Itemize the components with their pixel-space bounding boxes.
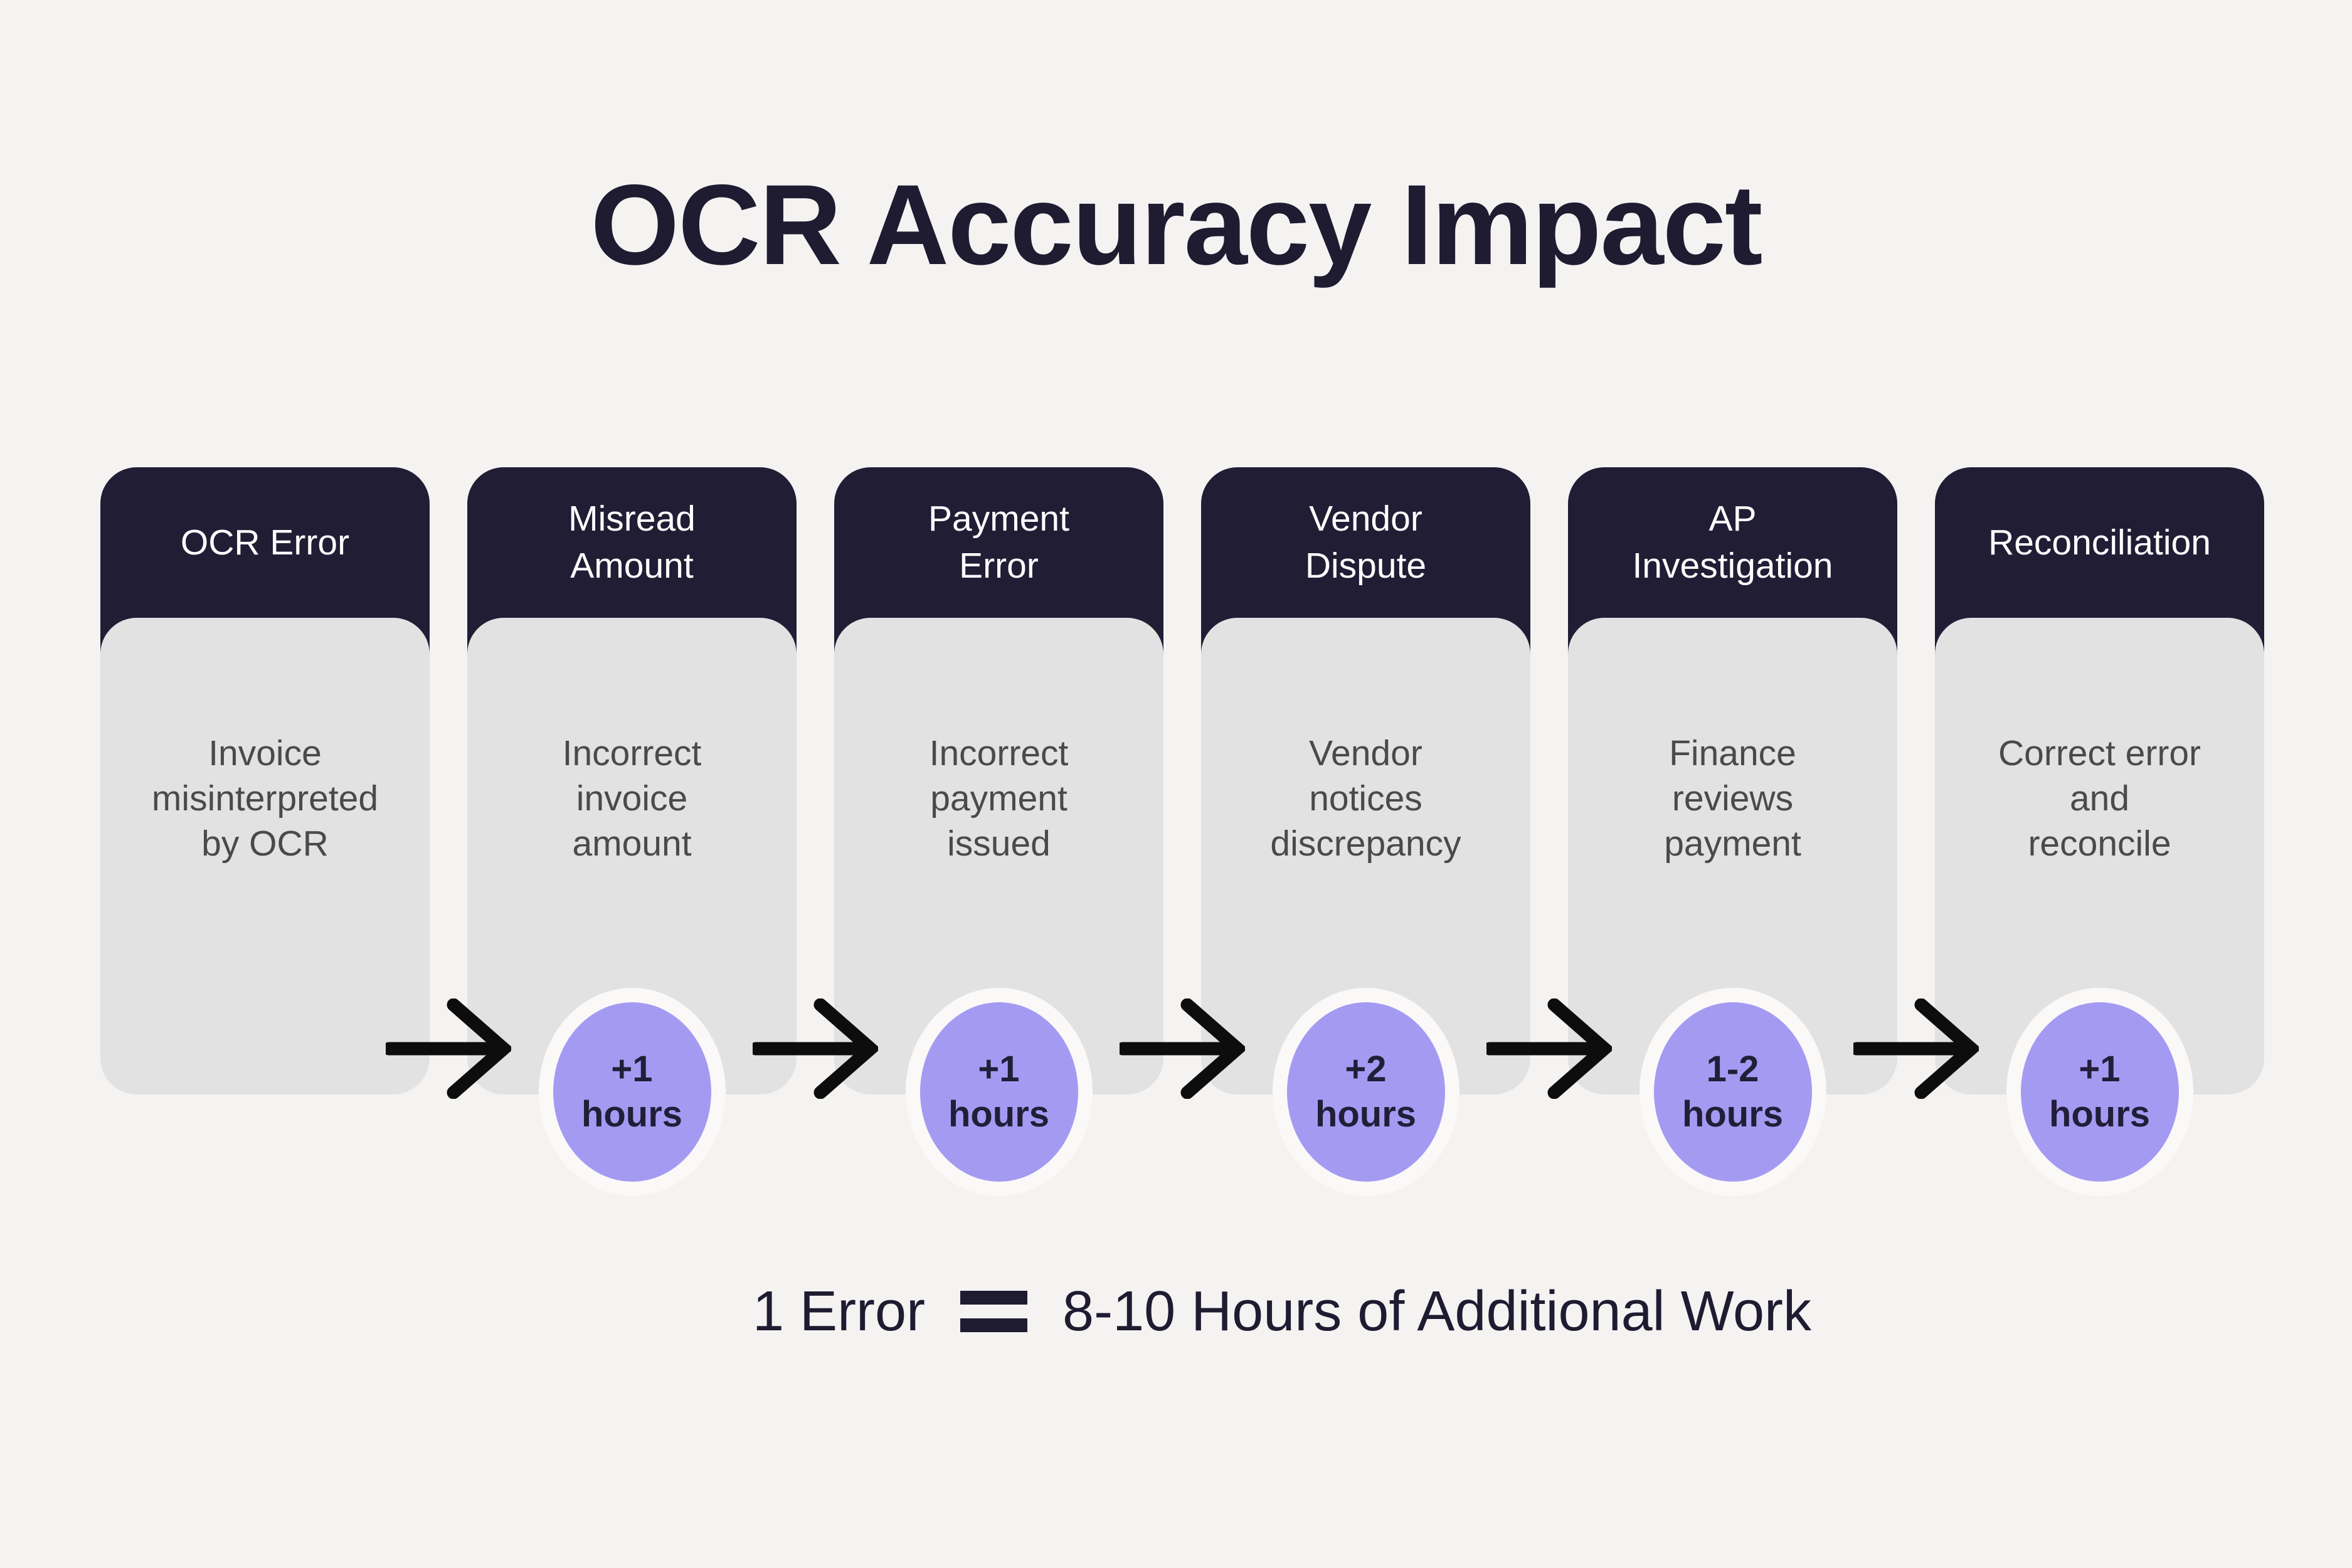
arrow-right-icon bbox=[1853, 999, 1979, 1099]
hours-badge: +1 hours bbox=[2020, 1002, 2179, 1182]
step-card-ocr-error: OCR Error Invoice misinterpreted by OCR bbox=[100, 467, 430, 1094]
hours-badge: +1 hours bbox=[919, 1002, 1078, 1182]
card-header-label: Misread Amount bbox=[568, 499, 696, 586]
card-header-label: OCR Error bbox=[180, 522, 350, 563]
process-flow: OCR Error Invoice misinterpreted by OCR … bbox=[100, 467, 2264, 1182]
summary-right-text: 8-10 Hours of Additional Work bbox=[1062, 1280, 1811, 1343]
arrow-right-icon bbox=[753, 999, 878, 1099]
card-body-text: Correct error and reconcile bbox=[1998, 733, 2201, 864]
equals-bar-top bbox=[960, 1291, 1028, 1305]
hours-badge-label: +1 hours bbox=[581, 1049, 683, 1135]
summary-left-text: 1 Error bbox=[752, 1280, 926, 1343]
card-header-label: AP Investigation bbox=[1632, 499, 1833, 586]
hours-badge-label: 1-2 hours bbox=[1682, 1049, 1784, 1135]
hours-badge-label: +1 hours bbox=[2048, 1049, 2151, 1135]
page-title: OCR Accuracy Impact bbox=[590, 161, 1763, 289]
step-card-payment-error: Payment Error Incorrect payment issued +… bbox=[834, 467, 1163, 1182]
card-body-text: Invoice misinterpreted by OCR bbox=[151, 733, 379, 864]
card-body-text: Finance reviews payment bbox=[1664, 733, 1801, 864]
step-card-reconciliation: Reconciliation Correct error and reconci… bbox=[1935, 467, 2264, 1182]
hours-badge: +1 hours bbox=[553, 1002, 711, 1182]
hours-badge: 1-2 hours bbox=[1653, 1002, 1812, 1182]
arrow-right-icon bbox=[1486, 999, 1612, 1099]
step-card-vendor-dispute: Vendor Dispute Vendor notices discrepanc… bbox=[1201, 467, 1530, 1182]
equals-bar-bottom bbox=[960, 1318, 1028, 1332]
summary-equation: 1 Error 8-10 Hours of Additional Work bbox=[212, 1277, 2352, 1346]
card-body-text: Incorrect payment issued bbox=[929, 733, 1069, 864]
hours-badge: +2 hours bbox=[1286, 1002, 1445, 1182]
card-header-label: Payment Error bbox=[928, 499, 1069, 586]
card-body-text: Incorrect invoice amount bbox=[562, 733, 702, 864]
step-card-ap-investigation: AP Investigation Finance reviews payment… bbox=[1568, 467, 1897, 1182]
card-header-label: Vendor Dispute bbox=[1305, 499, 1427, 586]
equals-icon bbox=[960, 1291, 1028, 1332]
step-card-misread-amount: Misread Amount Incorrect invoice amount … bbox=[467, 467, 797, 1182]
card-header-label: Reconciliation bbox=[1988, 522, 2211, 563]
card-body-text: Vendor notices discrepancy bbox=[1270, 733, 1461, 864]
arrow-right-icon bbox=[1120, 999, 1245, 1099]
hours-badge-label: +2 hours bbox=[1315, 1049, 1417, 1135]
hours-badge-label: +1 hours bbox=[948, 1049, 1050, 1135]
card-body bbox=[100, 618, 430, 1094]
arrow-right-icon bbox=[386, 999, 511, 1099]
